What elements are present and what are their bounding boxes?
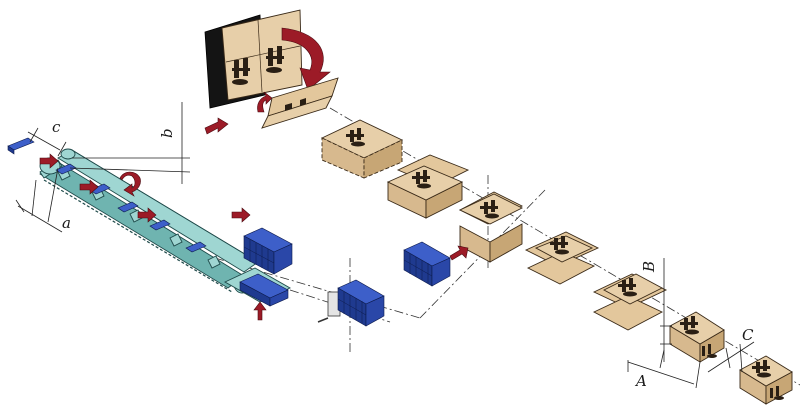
blank-magazine — [204, 9, 303, 109]
product-stack-pusher — [317, 279, 385, 327]
product-stack-upper — [243, 227, 293, 275]
conveyed-products — [7, 137, 207, 253]
blank-feed-arrow — [204, 117, 229, 135]
dimension-label-C: C — [742, 326, 754, 344]
dimension-label-c: c — [52, 118, 61, 136]
dimension-label-A: A — [634, 372, 647, 390]
dimension-label-a: a — [62, 214, 71, 232]
carton-closed-6 — [669, 311, 725, 363]
blank-print-1 — [232, 58, 250, 85]
carton-forming-1 — [320, 119, 404, 179]
flow-arrows — [39, 153, 469, 321]
carton-loading-3 — [458, 191, 524, 263]
opened-blank — [261, 77, 339, 129]
carton-closing-4 — [524, 231, 600, 285]
conveyor-rotation-arrow — [119, 171, 141, 197]
product-stack-lower — [239, 273, 289, 307]
dimension-label-B: B — [640, 261, 658, 273]
blank-pick-arrow — [257, 91, 273, 113]
carton-closing-5 — [592, 273, 668, 331]
dimension-lines — [15, 102, 755, 389]
blank-transfer-arrow — [281, 27, 331, 91]
carton-closed-7 — [739, 355, 793, 405]
product-stack-transfer — [403, 241, 451, 287]
blank-print-2 — [266, 46, 284, 73]
carton-open-2 — [386, 154, 470, 219]
dimension-label-b: b — [158, 128, 176, 138]
